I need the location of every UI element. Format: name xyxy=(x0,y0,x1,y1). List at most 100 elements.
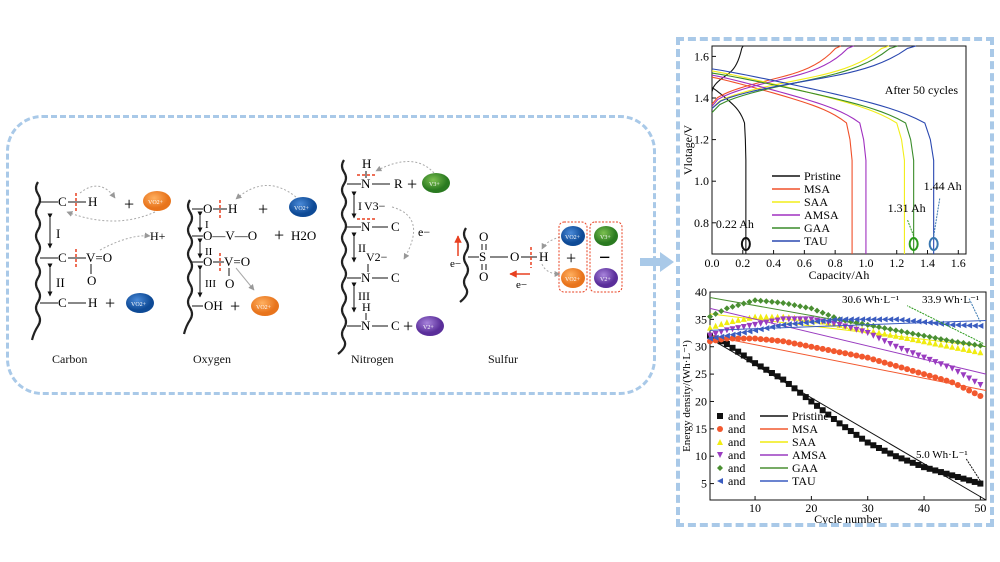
data-point xyxy=(887,316,894,323)
discharge-curve-amsa xyxy=(711,74,867,254)
data-point xyxy=(909,318,916,325)
vo2-plus-ion-blue xyxy=(289,197,317,217)
vanadium-complex: V2− xyxy=(366,250,388,264)
y-tick-label: 5 xyxy=(701,477,707,491)
carbon-atom: C xyxy=(391,219,400,234)
vanadyl-group: V=O xyxy=(224,254,250,269)
data-point xyxy=(825,411,832,418)
oxygen-scheme: O H + VO2+ I O—V—O + H2O II O V=O O III … xyxy=(182,185,317,335)
data-point xyxy=(746,356,753,363)
data-point xyxy=(836,420,843,427)
data-point xyxy=(785,321,792,328)
data-point xyxy=(949,365,956,372)
data-point xyxy=(717,465,723,471)
legend-and: and xyxy=(728,409,745,423)
x-tick-label: 0.0 xyxy=(705,256,720,270)
water-molecule: H2O xyxy=(291,228,316,243)
data-point xyxy=(932,334,939,341)
vo2-plus-ion-orange xyxy=(251,296,279,316)
data-point xyxy=(752,321,759,328)
data-point xyxy=(808,305,815,312)
legend-label: TAU xyxy=(804,234,828,248)
data-point xyxy=(898,455,905,462)
data-point xyxy=(915,318,922,325)
data-point xyxy=(791,316,798,323)
data-point xyxy=(797,320,804,327)
capacity-annotation: 1.31 Ah xyxy=(888,201,926,215)
legend-label: SAA xyxy=(792,435,816,449)
data-point xyxy=(757,336,764,343)
data-point xyxy=(768,298,775,305)
data-point xyxy=(830,415,837,422)
data-point xyxy=(853,352,860,359)
legend-label: TAU xyxy=(792,474,816,488)
data-point xyxy=(718,329,725,336)
data-point xyxy=(915,352,922,359)
data-point xyxy=(785,316,792,323)
data-point xyxy=(774,337,781,344)
data-point xyxy=(768,318,775,325)
data-point xyxy=(797,303,804,310)
data-point xyxy=(887,326,894,333)
discharge-curve-msa xyxy=(711,76,853,254)
data-point xyxy=(752,360,759,367)
chart-annotation: After 50 cycles xyxy=(885,83,959,97)
ion-label: VO2+ xyxy=(565,277,581,283)
data-point xyxy=(774,322,781,329)
data-point xyxy=(802,316,809,323)
x-tick-label: 0.6 xyxy=(797,256,812,270)
legend-label: Pristine xyxy=(792,409,829,423)
discharge-curve-tau xyxy=(711,68,935,254)
legend-and: and xyxy=(728,461,745,475)
y-tick-label: 1.6 xyxy=(694,49,709,63)
plus-sign: + xyxy=(407,174,417,194)
electron-label: e− xyxy=(418,225,430,239)
nitrogen-atom: N xyxy=(361,270,371,285)
data-point xyxy=(875,324,882,331)
data-point xyxy=(966,347,973,354)
data-point xyxy=(864,330,871,337)
data-point xyxy=(949,472,956,479)
series-pristine xyxy=(707,332,987,501)
data-point xyxy=(898,333,905,340)
data-point xyxy=(904,366,911,373)
data-point xyxy=(780,338,787,345)
data-point xyxy=(875,316,882,323)
data-point xyxy=(864,354,871,361)
legend-label: MSA xyxy=(792,422,818,436)
data-point xyxy=(909,367,916,374)
data-point xyxy=(864,316,871,323)
data-point xyxy=(768,370,775,377)
data-point xyxy=(932,340,939,347)
y-tick-label: 25 xyxy=(695,367,707,381)
data-point xyxy=(949,338,956,345)
data-point xyxy=(729,318,736,325)
nitrogen-atom: N xyxy=(361,318,371,333)
data-point xyxy=(960,475,967,482)
hydroxyl-group: OH xyxy=(204,298,223,313)
data-point xyxy=(763,336,770,343)
data-point xyxy=(887,450,894,457)
carbon-fiber-surface xyxy=(182,199,194,335)
data-point xyxy=(859,328,866,335)
charge-curve-msa xyxy=(711,45,842,105)
x-tick-label: 1.0 xyxy=(858,256,873,270)
discharge-curve-pristine xyxy=(711,87,747,254)
y-tick-label: 0.8 xyxy=(694,216,709,230)
data-point xyxy=(971,348,978,355)
data-point xyxy=(966,340,973,347)
data-point xyxy=(763,298,770,305)
data-point xyxy=(892,332,899,339)
ion-label: V3+ xyxy=(600,235,611,241)
data-point xyxy=(954,339,961,346)
data-point xyxy=(717,413,723,419)
data-point xyxy=(780,321,787,328)
vo2-plus-ion-orange xyxy=(561,268,585,288)
data-point xyxy=(949,379,956,386)
v3-plus-ion xyxy=(422,173,450,193)
data-point xyxy=(870,332,877,339)
x-axis-label: Cycle number xyxy=(814,512,882,524)
series-amsa xyxy=(707,307,987,389)
data-point xyxy=(717,478,723,484)
